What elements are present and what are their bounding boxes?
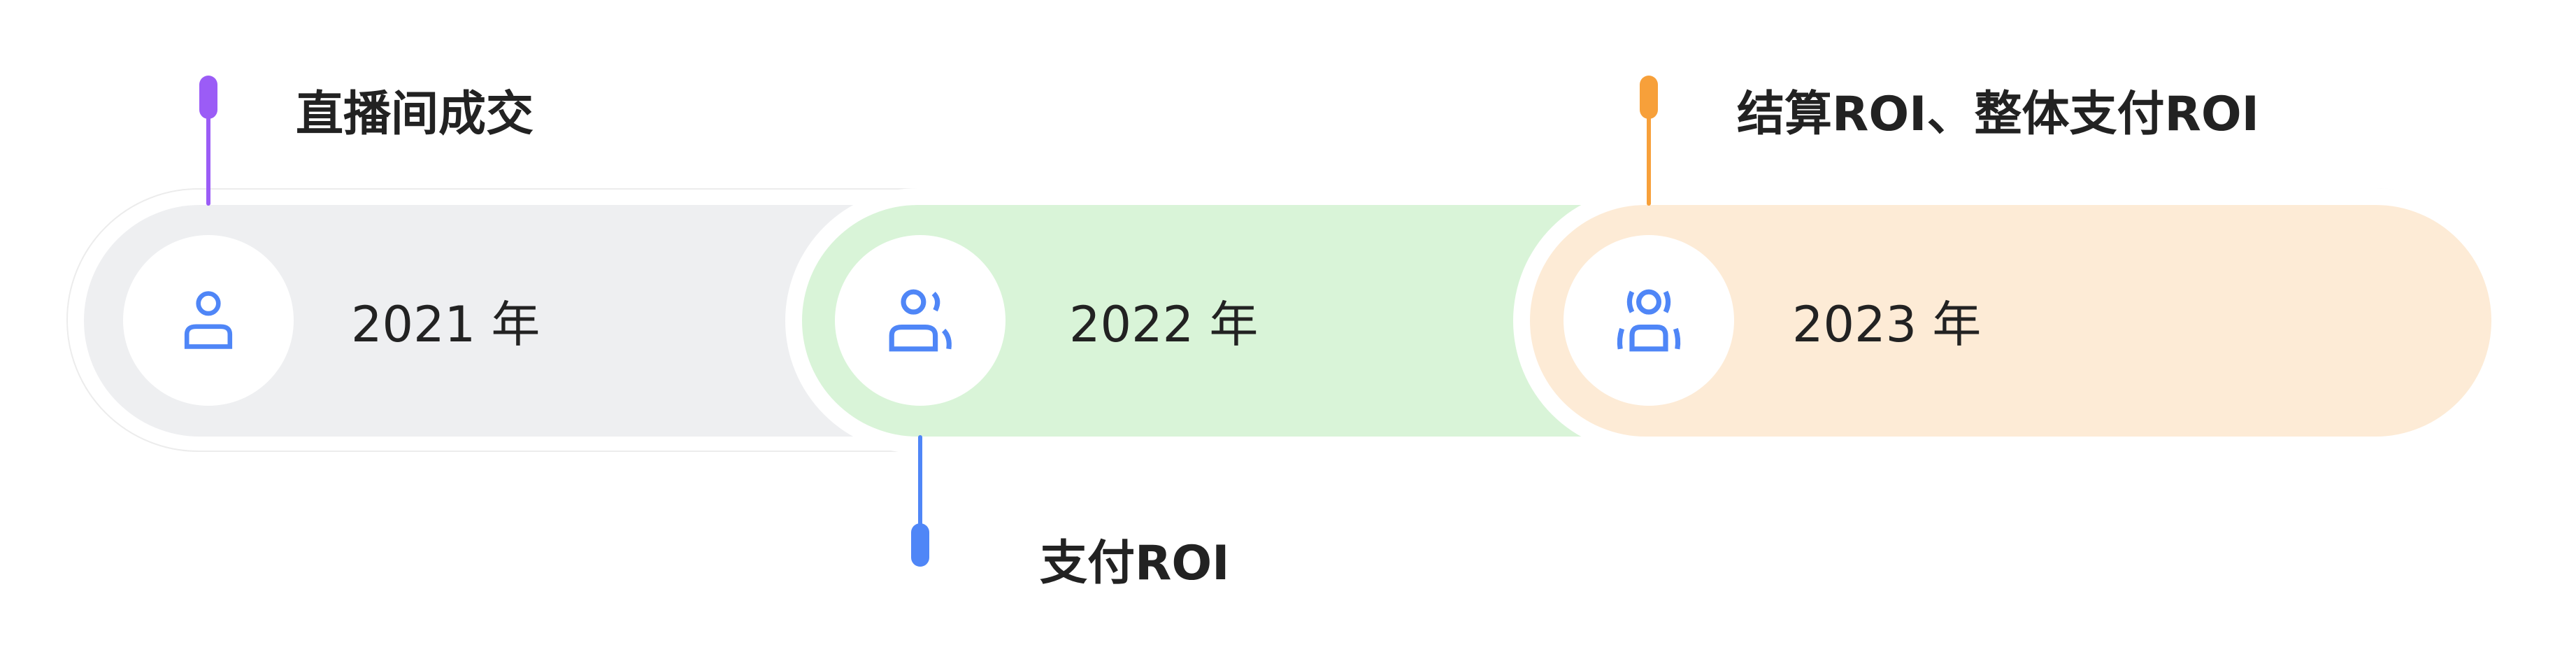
marker-line-2023 [1647, 91, 1651, 206]
timeline-outline [66, 188, 2507, 452]
stage-2023: 2023 年 [1530, 205, 2491, 437]
marker-head-2022 [911, 523, 929, 567]
year-label: 2022 年 [1069, 296, 1259, 353]
stage-title-2023: 结算ROI、整体支付ROI [1737, 87, 2259, 142]
icon-circle [123, 235, 294, 406]
marker-line-2022 [918, 435, 922, 554]
marker-line-2021 [206, 91, 210, 206]
user-icon [184, 291, 233, 349]
year-label: 2023 年 [1792, 296, 1982, 353]
stage-title-2021: 直播间成交 [296, 87, 534, 142]
users-icon [889, 289, 952, 352]
marker-head-2021 [199, 76, 217, 119]
icon-circle [835, 235, 1006, 406]
broadcast-user-icon [1617, 289, 1681, 352]
marker-head-2023 [1640, 76, 1658, 119]
year-label: 2021 年 [351, 296, 541, 353]
stage-title-2022: 支付ROI [1040, 536, 1230, 591]
icon-circle [1564, 235, 1734, 406]
